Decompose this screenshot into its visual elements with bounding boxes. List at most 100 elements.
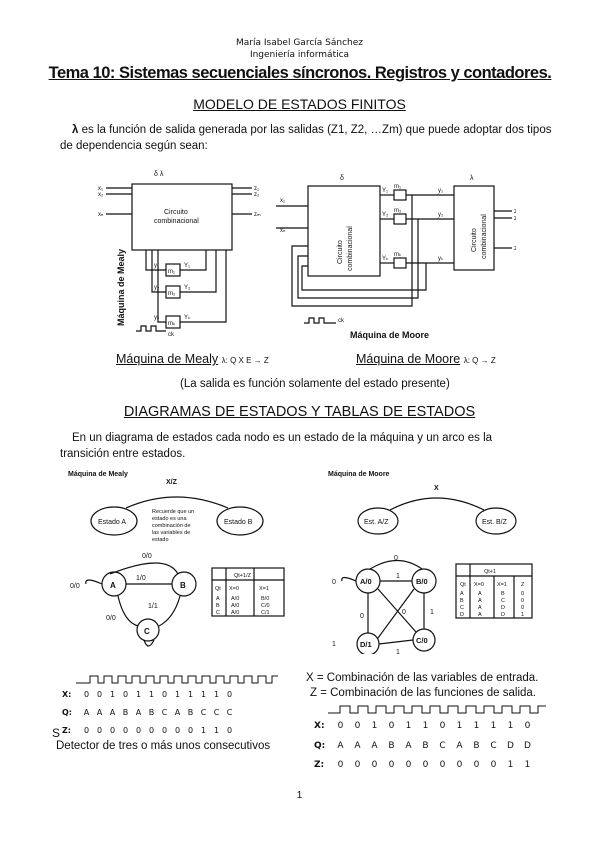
paragraph-2: En un diagrama de estados cada nodo es u… <box>60 430 540 462</box>
seq-value: 0 <box>83 690 90 699</box>
svg-text:Est. A/Z: Est. A/Z <box>364 519 389 526</box>
moore-state-diagram: Máquina de Moore X Est. A/Z Est. B/Z A/0… <box>328 471 533 654</box>
seq-value: A <box>174 708 181 717</box>
svg-text:D/1: D/1 <box>360 640 372 649</box>
moore-formula: λ: Q → Z <box>463 356 496 365</box>
svg-text:0: 0 <box>521 598 524 604</box>
clock-waveform-left <box>76 675 278 684</box>
seq-value: 0 <box>122 726 129 735</box>
seq-value: 0 <box>439 721 446 731</box>
lambda-symbol: λ <box>72 124 79 136</box>
seq-value: 0 <box>135 726 142 735</box>
seq-value: 1 <box>200 690 207 699</box>
svg-text:las variables de: las variables de <box>152 530 190 536</box>
svg-text:0: 0 <box>360 613 364 620</box>
seq-value: 0 <box>96 726 103 735</box>
moore-label: Máquina de Moore <box>356 352 461 366</box>
svg-text:y₁: y₁ <box>438 188 443 194</box>
svg-text:0/0: 0/0 <box>70 583 80 590</box>
svg-text:0: 0 <box>402 609 406 616</box>
svg-text:X/Z: X/Z <box>166 479 178 486</box>
svg-text:Z: Z <box>521 582 525 588</box>
svg-text:0: 0 <box>521 591 524 597</box>
svg-text:C: C <box>144 627 150 636</box>
svg-text:A: A <box>216 596 220 602</box>
seq-value: D <box>507 741 514 751</box>
svg-text:xₙ: xₙ <box>98 212 104 218</box>
section-heading-1: MODELO DE ESTADOS FINITOS <box>193 96 406 112</box>
svg-text:Qt: Qt <box>460 582 466 588</box>
seq-value: A <box>371 741 378 751</box>
seq-value: 0 <box>490 760 497 770</box>
svg-text:B/0: B/0 <box>261 596 269 602</box>
mealy-comb-block <box>131 183 233 251</box>
seq-value: 1 <box>507 721 514 731</box>
svg-text:yₖ: yₖ <box>438 256 444 262</box>
seq-value: 1 <box>422 721 429 731</box>
moore-lambda-block <box>453 185 495 271</box>
seq-value: C <box>490 741 497 751</box>
svg-text:Est. B/Z: Est. B/Z <box>482 519 508 526</box>
seq-value: B <box>122 708 129 717</box>
seq-value: 0 <box>187 726 194 735</box>
svg-text:mₖ: mₖ <box>168 321 176 327</box>
svg-text:y₁: y₁ <box>154 263 159 269</box>
moore-caption: Máquina de Moore <box>350 330 429 340</box>
svg-text:yₖ: yₖ <box>154 315 160 321</box>
seq-value: A <box>83 708 90 717</box>
svg-text:Yₖ: Yₖ <box>184 315 191 321</box>
svg-text:A/0: A/0 <box>231 610 239 616</box>
svg-text:m₂: m₂ <box>168 291 176 297</box>
seq-value: A <box>135 708 142 717</box>
svg-text:A: A <box>478 612 482 618</box>
seq-value: 0 <box>337 721 344 731</box>
seq-value: 0 <box>388 721 395 731</box>
svg-text:z₁: z₁ <box>514 209 516 215</box>
seq-value: 0 <box>226 690 233 699</box>
svg-text:X=1: X=1 <box>259 586 269 592</box>
moore-diagram-title: Máquina de Moore <box>328 471 390 478</box>
note-x: X = Combinación de las variables de entr… <box>306 672 539 684</box>
seq-value: 0 <box>337 760 344 770</box>
svg-text:m₁: m₁ <box>394 184 401 190</box>
svg-text:C/0: C/0 <box>416 636 428 645</box>
svg-text:0/0: 0/0 <box>142 553 152 560</box>
delta-lambda-label: δ λ <box>154 171 164 178</box>
seq-value: 1 <box>405 721 412 731</box>
seq-value: 1 <box>490 721 497 731</box>
svg-text:C: C <box>216 610 220 616</box>
mealy-formula: λ: Q X E → Z <box>221 356 269 365</box>
seq-value: 1 <box>187 690 194 699</box>
svg-text:Y₂: Y₂ <box>184 285 191 291</box>
svg-text:X=0: X=0 <box>474 582 484 588</box>
seq-value: 1 <box>109 690 116 699</box>
comb-label-1: Circuito <box>164 209 188 216</box>
seq-value: A <box>354 741 361 751</box>
svg-text:B: B <box>460 598 464 604</box>
svg-text:C/1: C/1 <box>261 610 270 616</box>
seq-value: 0 <box>161 690 168 699</box>
svg-text:1: 1 <box>430 609 434 616</box>
svg-text:Qt+1/Z: Qt+1/Z <box>234 573 252 579</box>
svg-text:1: 1 <box>396 649 400 654</box>
svg-text:0: 0 <box>521 605 524 611</box>
seq-value: 0 <box>524 721 531 731</box>
svg-text:m₂: m₂ <box>394 208 402 214</box>
svg-text:C: C <box>460 605 464 611</box>
seq-value: 0 <box>122 690 129 699</box>
svg-text:Y₁: Y₁ <box>184 263 190 269</box>
mealy-definition: Máquina de Mealy λ: Q X E → Z <box>116 352 269 366</box>
seq-value: A <box>337 741 344 751</box>
seq-value: C <box>226 708 233 717</box>
svg-text:xₙ: xₙ <box>280 228 286 234</box>
svg-text:1/1: 1/1 <box>148 603 158 610</box>
svg-text:A: A <box>478 598 482 604</box>
svg-text:1: 1 <box>521 612 524 618</box>
seq-value: 0 <box>109 726 116 735</box>
seq-value: 0 <box>422 760 429 770</box>
seq-value: B <box>187 708 194 717</box>
